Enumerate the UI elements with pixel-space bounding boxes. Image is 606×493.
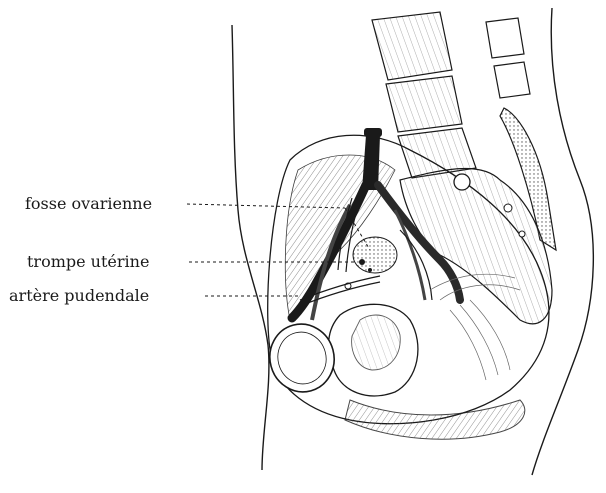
ischial-foramen [454, 174, 470, 190]
pubic-symphysis [262, 317, 341, 399]
uterus [352, 315, 401, 370]
ovary-region [345, 237, 397, 289]
label-fosse-ovarienne: fosse ovarienne [25, 195, 152, 213]
pelvic-floor [345, 400, 525, 439]
body-front-outline [232, 25, 269, 470]
label-artere-pudendale: artère pudendale [9, 287, 149, 305]
label-trompe-uterine: trompe utérine [27, 253, 149, 271]
